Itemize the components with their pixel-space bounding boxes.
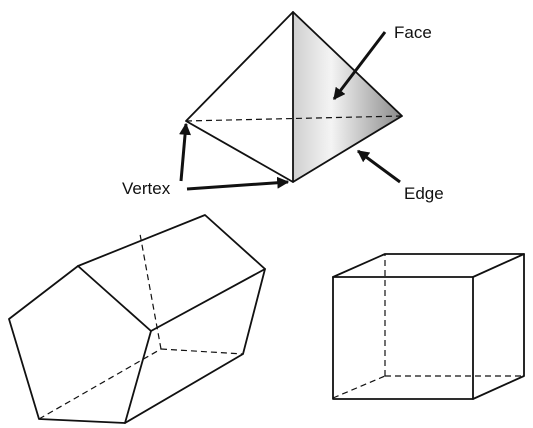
pentagonal-prism — [8, 214, 266, 424]
vertex-arrow-right — [186, 176, 290, 191]
cube — [332, 253, 525, 400]
pyramid — [185, 11, 403, 183]
edge-arrow — [357, 149, 401, 184]
edge-label: Edge — [404, 184, 444, 203]
shaded-face — [293, 12, 402, 182]
face-label: Face — [394, 23, 432, 42]
vertex-label: Vertex — [122, 179, 171, 198]
pyramid-hidden-edge — [185, 115, 403, 122]
face-arrow — [332, 31, 387, 100]
vertex-arrow-upper — [179, 122, 192, 182]
